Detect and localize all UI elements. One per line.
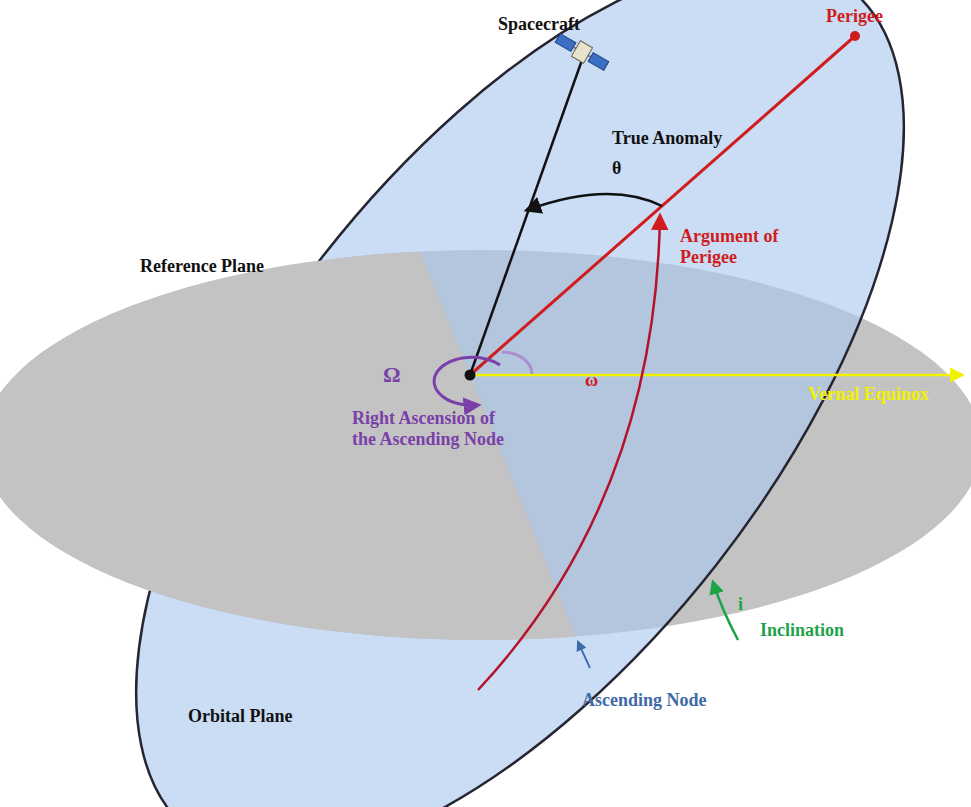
spacecraft-icon (553, 30, 610, 74)
inclination-arrow (713, 582, 738, 640)
raan-arrow (434, 357, 500, 405)
true-anomaly-arc (527, 194, 662, 210)
radius-line (470, 60, 582, 375)
equinox-label: Vernal Equinox (808, 384, 929, 405)
omega-symbol: ω (585, 370, 598, 391)
theta-symbol: θ (612, 158, 621, 179)
orbital-plane-label: Orbital Plane (188, 706, 293, 727)
equinox-line (470, 374, 962, 377)
raan-arc (502, 352, 532, 374)
raan-label: Right Ascension of the Ascending Node (352, 408, 520, 449)
ascending-node-label: Ascending Node (582, 690, 707, 711)
true-anomaly-label: True Anomaly (612, 128, 722, 149)
argument-label: Argument of Perigee (680, 226, 790, 267)
center-dot (465, 370, 476, 381)
perigee-label: Perigee (826, 6, 883, 27)
ascending-node-leader (578, 642, 590, 668)
perigee-line (470, 36, 855, 375)
perigee-dot (850, 31, 860, 41)
inclination-symbol: i (738, 594, 743, 615)
raan-symbol: Ω (383, 362, 401, 387)
reference-plane-label: Reference Plane (140, 256, 264, 277)
reference-plane-front (0, 250, 971, 640)
inclination-label: Inclination (760, 620, 844, 641)
argument-of-perigee-arc (478, 216, 660, 690)
spacecraft-label: Spacecraft (498, 14, 580, 35)
